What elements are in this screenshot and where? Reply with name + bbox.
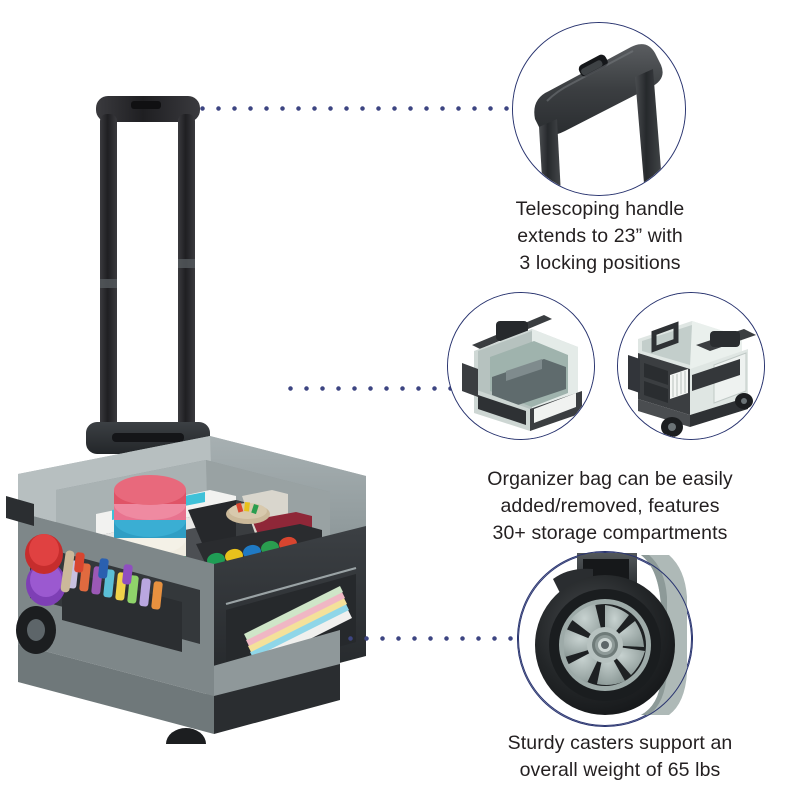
callout-organizer-loaded xyxy=(617,292,765,440)
folders xyxy=(244,586,352,666)
callout-casters xyxy=(517,551,693,727)
caption-handle-line-3: 3 locking positions xyxy=(519,252,681,274)
leader-line-handle xyxy=(200,106,512,111)
organizer-open-image xyxy=(448,293,594,439)
caption-handle-line-2: extends to 23” with xyxy=(517,225,683,247)
callout-handle-clip xyxy=(513,23,685,195)
caption-handle-line-1: Telescoping handle xyxy=(515,198,685,220)
callout-organizer-open xyxy=(447,292,595,440)
paint-cups xyxy=(25,534,75,606)
caption-organizer-line-3: 30+ storage compartments xyxy=(492,522,728,544)
leader-line-casters xyxy=(348,636,516,641)
callout-handle xyxy=(512,22,686,196)
telescoping-handle-closeup xyxy=(513,23,685,195)
caption-casters-line-2: overall weight of 65 lbs xyxy=(519,759,721,781)
organizer-loaded-image xyxy=(618,293,764,439)
cart-organizer-bag xyxy=(6,496,366,722)
caption-casters-line-1: Sturdy casters support an xyxy=(507,732,733,754)
caption-organizer-line-1: Organizer bag can be easily xyxy=(487,468,733,490)
cart-telescoping-handle xyxy=(86,96,210,454)
caption-handle: Telescoping handle extends to 23” with 3… xyxy=(480,196,720,277)
main-product-image xyxy=(0,44,420,760)
callout-organizer-loaded-clip xyxy=(618,293,764,439)
cart-illustration xyxy=(6,96,366,760)
caption-organizer: Organizer bag can be easily added/remove… xyxy=(460,466,760,547)
callout-organizer-open-clip xyxy=(448,293,594,439)
markers xyxy=(67,552,163,610)
caption-organizer-line-2: added/removed, features xyxy=(500,495,720,517)
leader-line-organizer xyxy=(288,386,456,391)
caption-casters: Sturdy casters support an overall weight… xyxy=(480,730,760,784)
caster-wheel-closeup xyxy=(535,553,687,715)
